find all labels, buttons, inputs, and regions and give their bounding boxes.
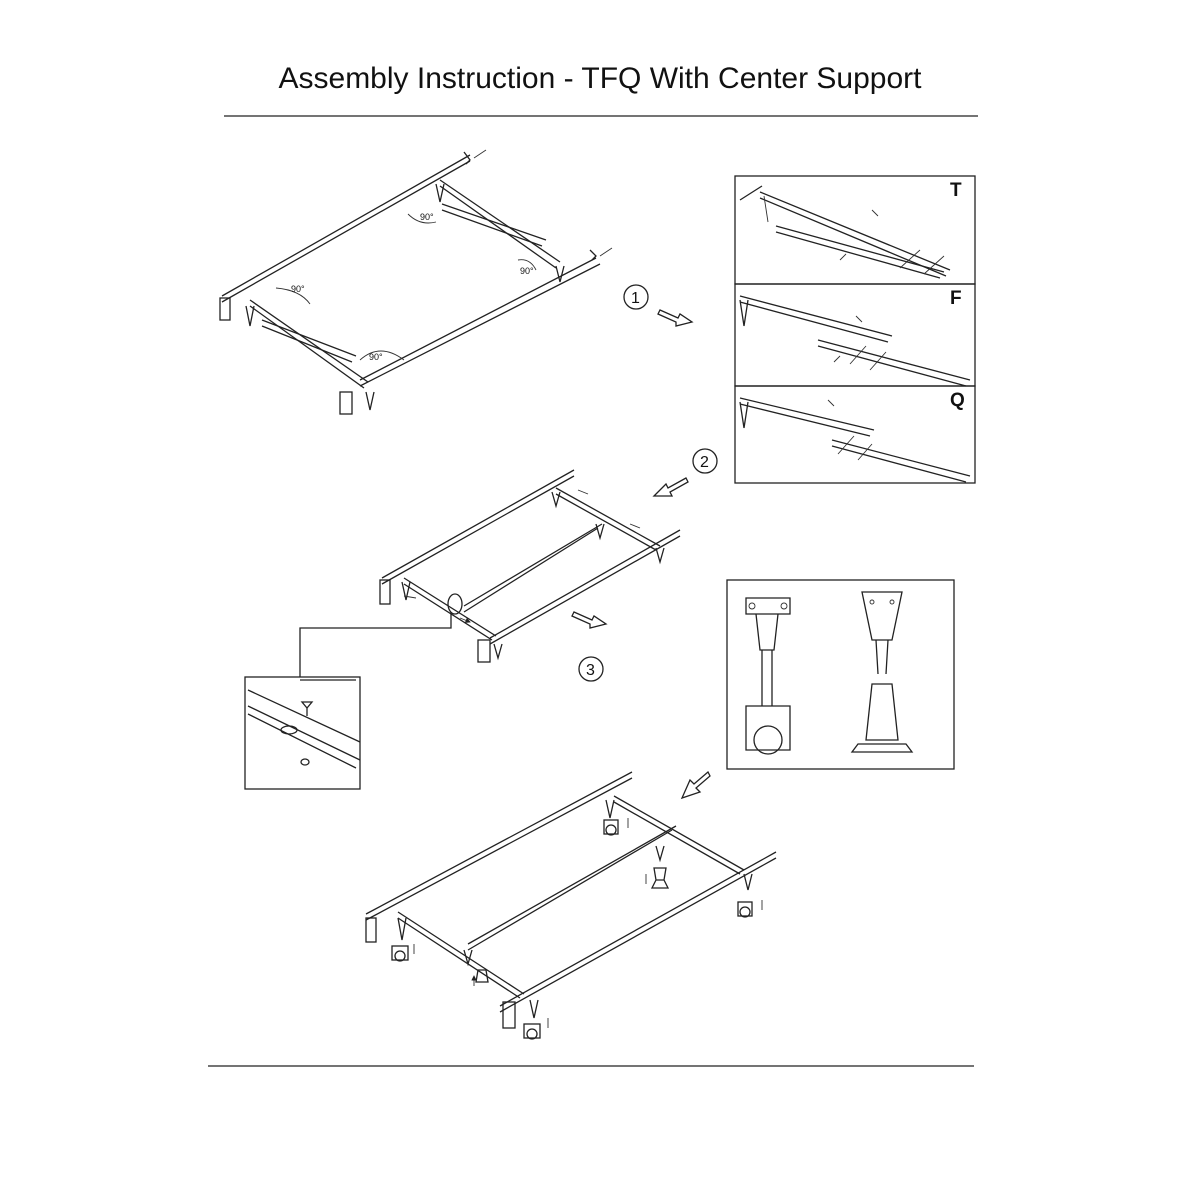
step-2-marker bbox=[692, 448, 718, 474]
angle-90-label: 90° bbox=[520, 266, 534, 276]
step-2-number: 2 bbox=[700, 454, 709, 471]
panel-label-q: Q bbox=[950, 390, 965, 411]
final-frame-drawing bbox=[365, 771, 777, 1040]
nut-icon bbox=[300, 758, 310, 766]
detail-inset-screw bbox=[244, 676, 361, 790]
page-title: Assembly Instruction - TFQ With Center S… bbox=[278, 62, 922, 95]
step-arrow-icon bbox=[680, 770, 711, 800]
step1-frame-drawing: 90° 90° 90° 90° bbox=[219, 149, 613, 415]
caster-wheel-icon bbox=[745, 597, 791, 755]
panel-label-f: F bbox=[950, 288, 962, 309]
step2-frame-drawing bbox=[379, 469, 681, 663]
callout-leader bbox=[299, 612, 452, 677]
angle-90-label: 90° bbox=[420, 212, 434, 222]
step-1-marker bbox=[623, 284, 649, 310]
step-arrow-icon bbox=[652, 477, 689, 497]
step-3-marker bbox=[578, 656, 604, 682]
panel-q bbox=[734, 385, 976, 484]
size-panels: T F Q bbox=[734, 175, 976, 484]
step-3-number: 3 bbox=[586, 662, 595, 679]
parts-box bbox=[726, 579, 955, 770]
caster-wheel-icon bbox=[391, 819, 753, 1040]
angle-90-label: 90° bbox=[369, 352, 383, 362]
screw-icon bbox=[300, 701, 314, 716]
angle-90-label: 90° bbox=[291, 284, 305, 294]
panel-t bbox=[734, 175, 976, 285]
step-arrow-icon bbox=[571, 611, 608, 629]
support-foot-icon bbox=[850, 591, 914, 753]
panel-label-t: T bbox=[950, 180, 962, 201]
step-arrow-icon bbox=[657, 309, 694, 327]
step-1-number: 1 bbox=[631, 290, 640, 307]
panel-f bbox=[734, 283, 976, 387]
